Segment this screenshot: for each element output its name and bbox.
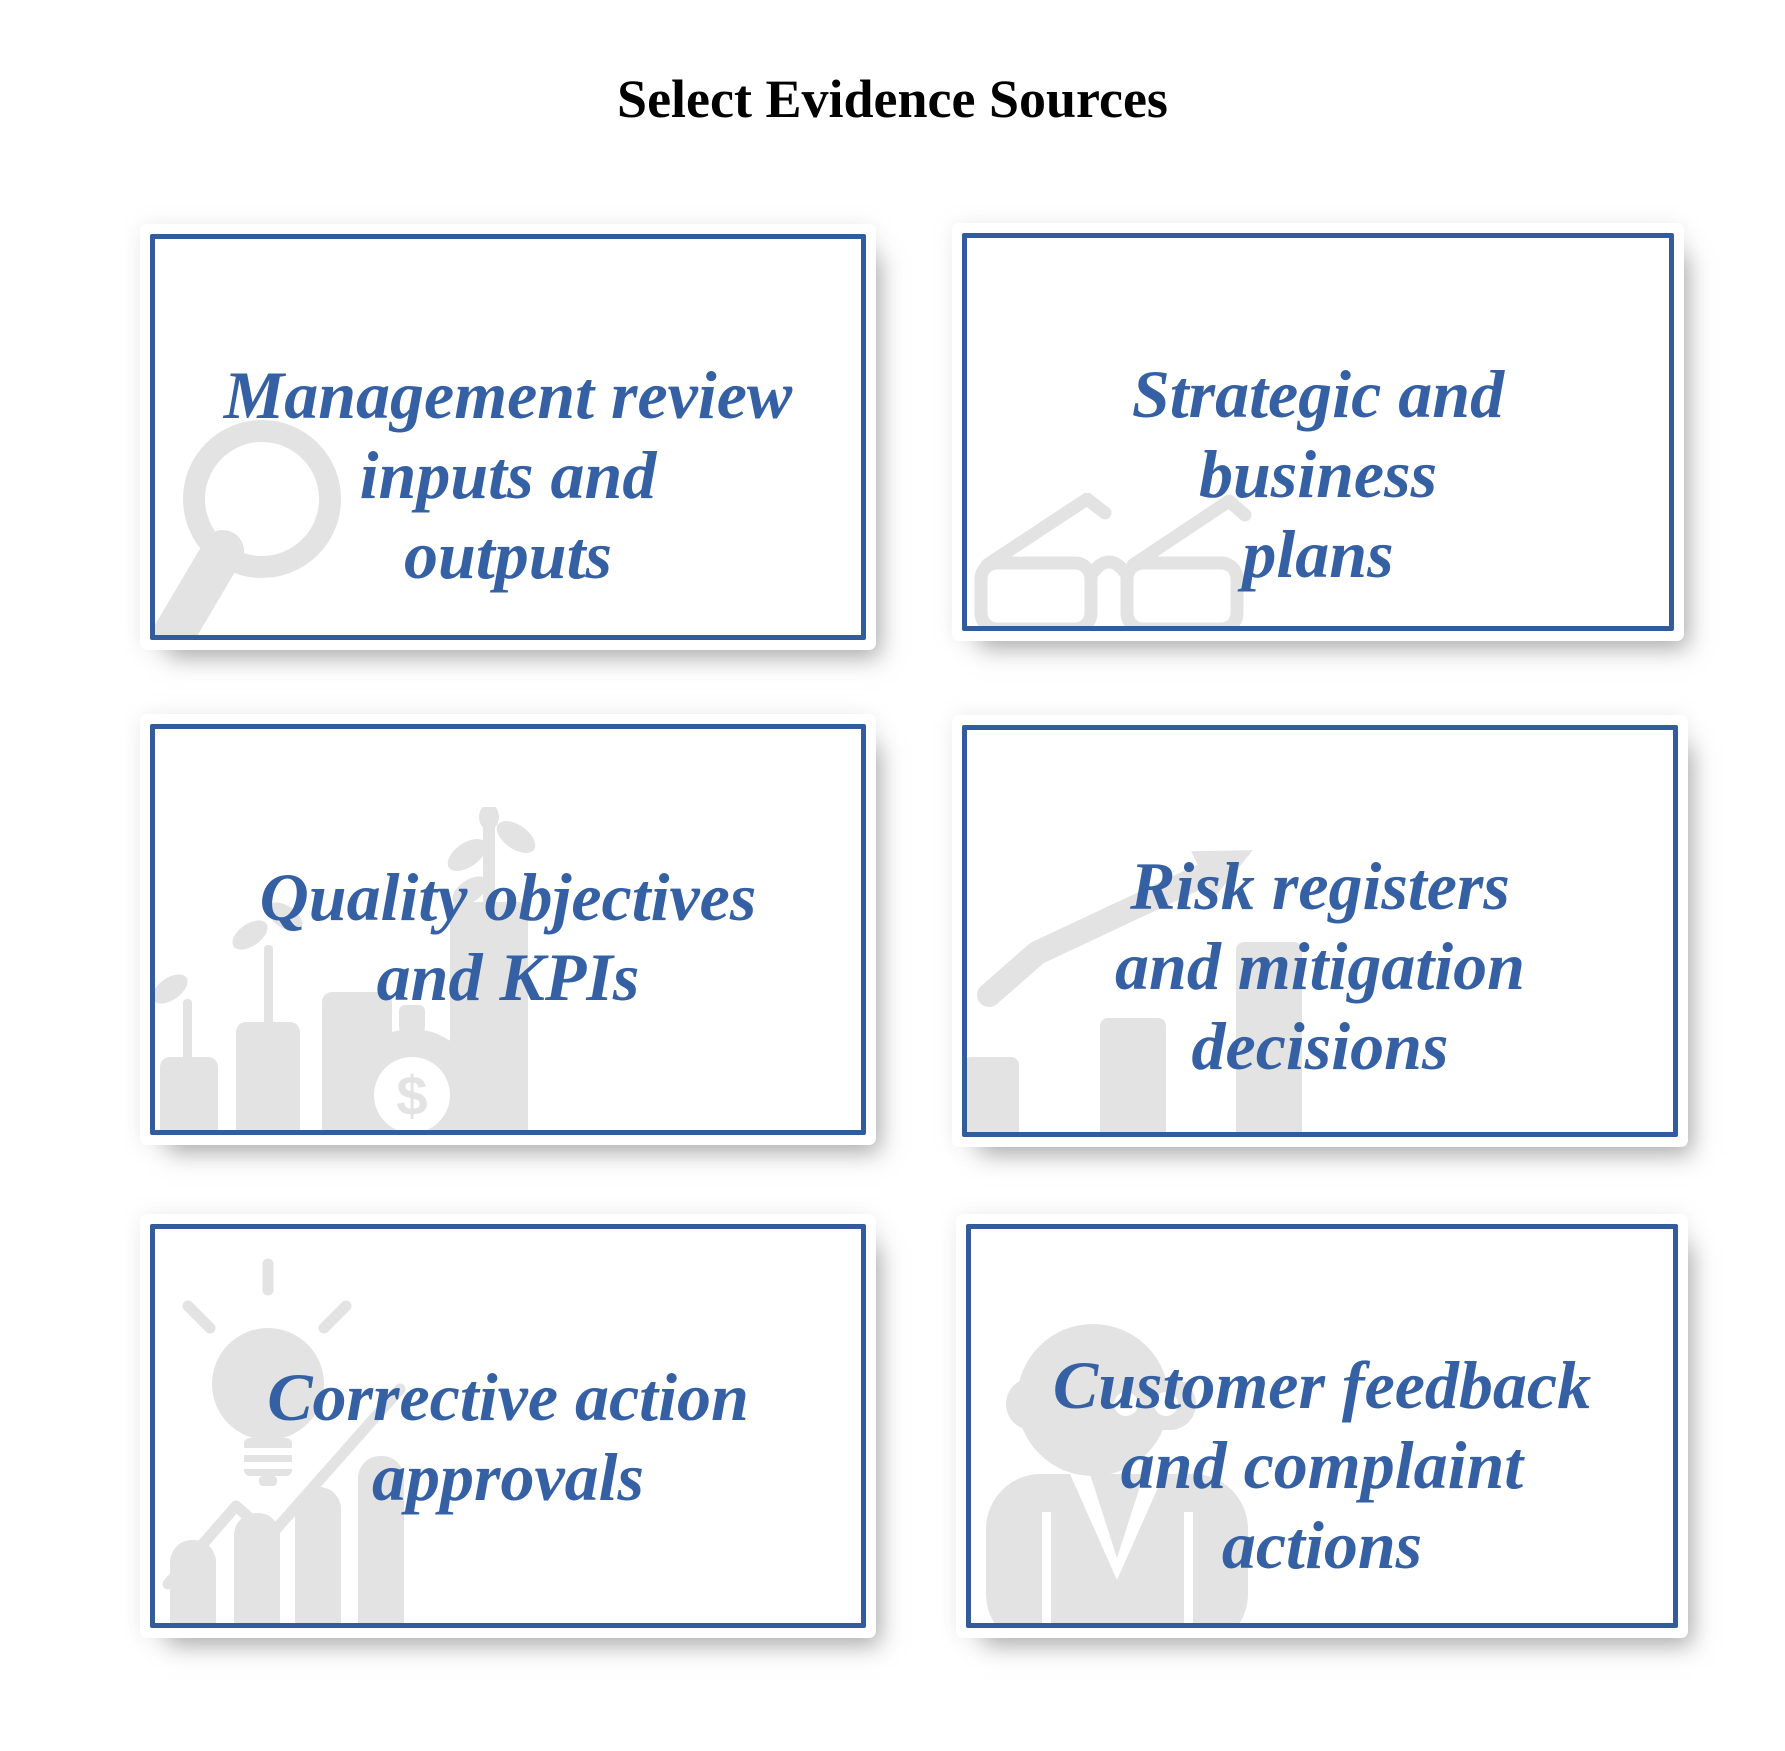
card-text-line: Customer feedback: [1052, 1347, 1592, 1423]
card-management-review: Management review inputs and outputs: [150, 234, 866, 640]
eyeglasses-icon: [974, 493, 1252, 626]
svg-text:$: $: [396, 1064, 427, 1127]
bulb-chart-icon: [162, 1258, 406, 1623]
card-text-line: outputs: [404, 517, 612, 593]
card-text-line: Management review: [223, 357, 793, 433]
card-text-line: approvals: [372, 1439, 644, 1515]
person-icon: [986, 1324, 1248, 1623]
card-risk-registers: Risk registers and mitigation decisions: [962, 725, 1678, 1137]
card-text-line: plans: [1242, 516, 1394, 592]
card-text-line: and KPIs: [376, 939, 640, 1015]
card-text-line: Strategic and: [1131, 356, 1505, 432]
card-label: Strategic and business plans: [967, 238, 1669, 594]
card-text-line: Quality objectives: [259, 859, 757, 935]
card-text-line: and mitigation: [1115, 928, 1525, 1004]
card-label: Management review inputs and outputs: [155, 239, 861, 595]
magnifier-icon: [155, 420, 341, 635]
card-label: Corrective action approvals: [155, 1229, 861, 1517]
card-label: Quality objectives and KPIs: [155, 729, 861, 1017]
trend-arrow-icon: [967, 850, 1302, 1132]
card-corrective-action: Corrective action approvals: [150, 1224, 866, 1628]
growth-gear-icon: $: [155, 807, 536, 1130]
card-text-line: Corrective action: [267, 1359, 749, 1435]
card-customer-feedback: Customer feedback and complaint actions: [966, 1224, 1678, 1628]
diagram-title: Select Evidence Sources: [617, 69, 1168, 129]
card-text-line: business: [1198, 436, 1438, 512]
card-text-line: decisions: [1191, 1008, 1449, 1084]
card-text-line: inputs and: [359, 437, 657, 513]
card-label: Customer feedback and complaint actions: [971, 1229, 1673, 1585]
card-quality-objectives: $ Quality objectives and KPIs: [150, 724, 866, 1135]
card-strategic-plans: Strategic and business plans: [962, 233, 1674, 631]
card-text-line: and complaint: [1120, 1427, 1524, 1503]
card-label: Risk registers and mitigation decisions: [967, 730, 1673, 1086]
card-text-line: Risk registers: [1130, 848, 1510, 924]
card-text-line: actions: [1221, 1507, 1423, 1583]
